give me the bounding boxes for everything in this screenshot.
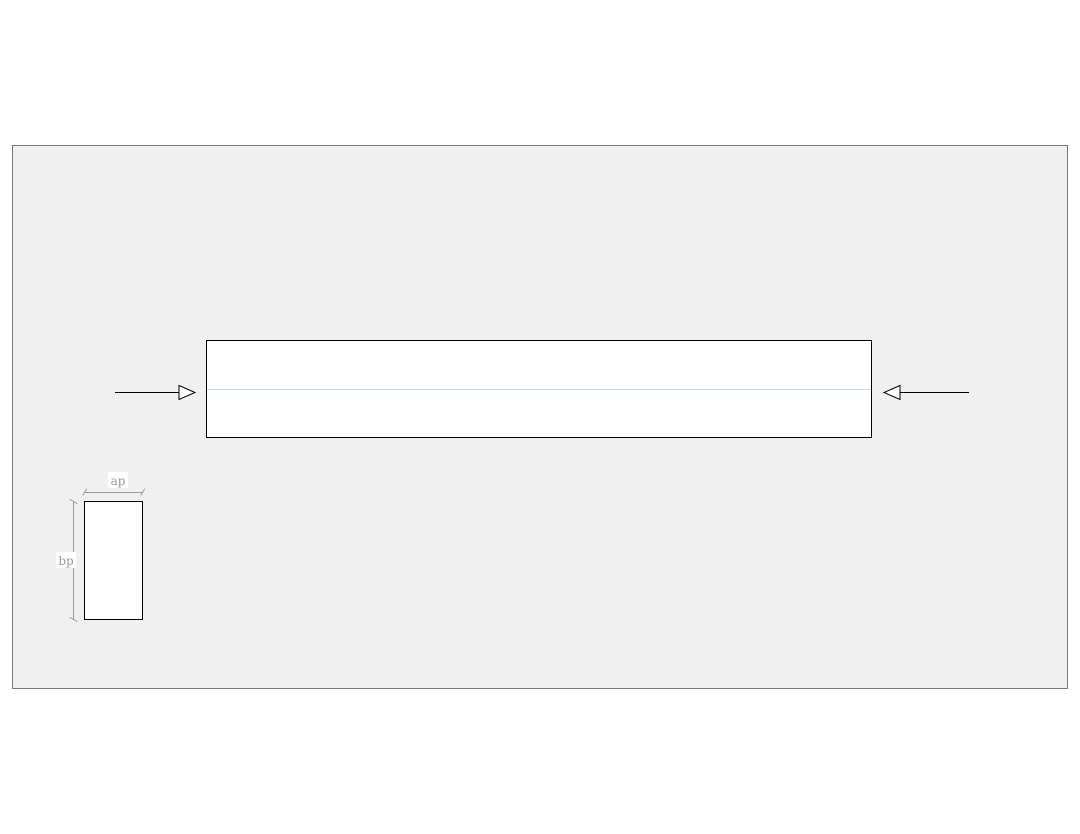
right-arrowhead-icon — [882, 384, 901, 401]
width-dimension-label: ap — [111, 474, 126, 488]
width-dimension: ap — [82, 472, 146, 496]
cross-section — [84, 501, 143, 620]
left-arrowhead-icon — [178, 384, 197, 401]
left-load-arrow — [115, 384, 197, 401]
height-dimension-label: bp — [58, 554, 74, 568]
height-dimension: bp — [56, 498, 78, 623]
right-load-arrow — [882, 384, 969, 401]
